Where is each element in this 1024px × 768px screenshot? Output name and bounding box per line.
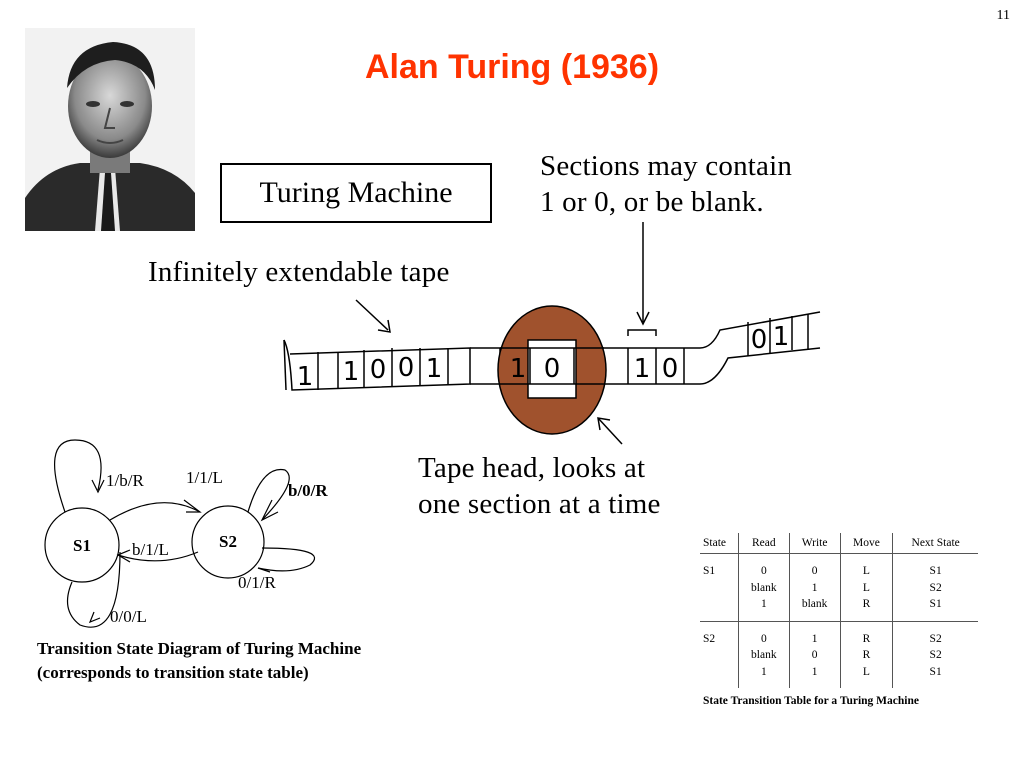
column-header: Next State — [892, 533, 978, 554]
table-cell: L L R — [839, 553, 893, 621]
tape-cell: 1 — [634, 354, 651, 384]
state-transition-table: State Read Write Move Next State S1 0 bl… — [700, 533, 978, 688]
state-node-s2 — [191, 505, 265, 579]
state-transition-table-container: State Read Write Move Next State S1 0 bl… — [700, 533, 980, 688]
table-cell: 0 1 blank — [788, 553, 841, 621]
table-cell: S2 — [700, 620, 739, 688]
tape-cell: 0 — [398, 353, 415, 383]
table-cell: S1 — [703, 565, 716, 577]
state-node-s1 — [44, 507, 120, 583]
column-header: Read — [738, 533, 790, 554]
infinite-tape-label: Infinitely extendable tape — [148, 256, 450, 288]
tape-head-cell: 0 — [544, 354, 561, 384]
column-header: Move — [839, 533, 893, 554]
transition-label: 0/0/L — [110, 607, 147, 626]
slide-number: 11 — [996, 8, 1010, 23]
tape-cell: 1 — [343, 357, 360, 387]
sections-label: Sections may contain 1 or 0, or be blank… — [540, 150, 793, 218]
table-cell: 1 0 1 — [788, 620, 841, 688]
slide-title: Alan Turing (1936) — [364, 48, 660, 86]
tape-cell: 1 — [297, 362, 314, 392]
diagram-caption: Transition State Diagram of Turing Machi… — [37, 639, 362, 682]
transition-label: b/0/R — [288, 481, 328, 500]
column-header: State — [700, 533, 739, 554]
tape-head-label: Tape head, looks at one section at a tim… — [418, 452, 661, 520]
table-cell: R R L — [839, 620, 893, 688]
state-label-s2: S2 — [219, 532, 237, 551]
tape-cell: 0 — [662, 354, 679, 384]
transition-label: 0/1/R — [238, 573, 276, 592]
turing-machine-label: Turing Machine — [259, 176, 453, 209]
tape-cell: 1 — [426, 354, 443, 384]
tape-cell: 1 — [773, 322, 790, 352]
transition-label: b/1/L — [132, 540, 169, 559]
alan-turing-portrait — [25, 28, 195, 231]
table-row: S2 0 blank 1 1 0 1 R R L S2 — [700, 620, 978, 688]
transition-label: 1/1/L — [186, 468, 223, 487]
tape-cell: 0 — [751, 325, 768, 355]
turing-machine-label-box: Turing Machine — [220, 163, 492, 223]
tape-cell: 1 — [510, 354, 527, 384]
table-cell: 0 blank 1 — [738, 620, 790, 688]
table-cell: S2 S2 S1 — [892, 620, 978, 688]
column-header: Write — [788, 533, 841, 554]
table-cell: S1 S2 S1 — [892, 553, 978, 621]
tape-cell: 0 — [370, 355, 387, 385]
table-header-row: State Read Write Move Next State — [700, 533, 978, 554]
table-row: S1 0 blank 1 0 1 blank L L R S1 — [700, 553, 978, 621]
table-cell: 0 blank 1 — [738, 553, 790, 621]
state-label-s1: S1 — [73, 536, 91, 555]
table-caption: State Transition Table for a Turing Mach… — [703, 695, 919, 707]
transition-label: 1/b/R — [106, 471, 144, 490]
